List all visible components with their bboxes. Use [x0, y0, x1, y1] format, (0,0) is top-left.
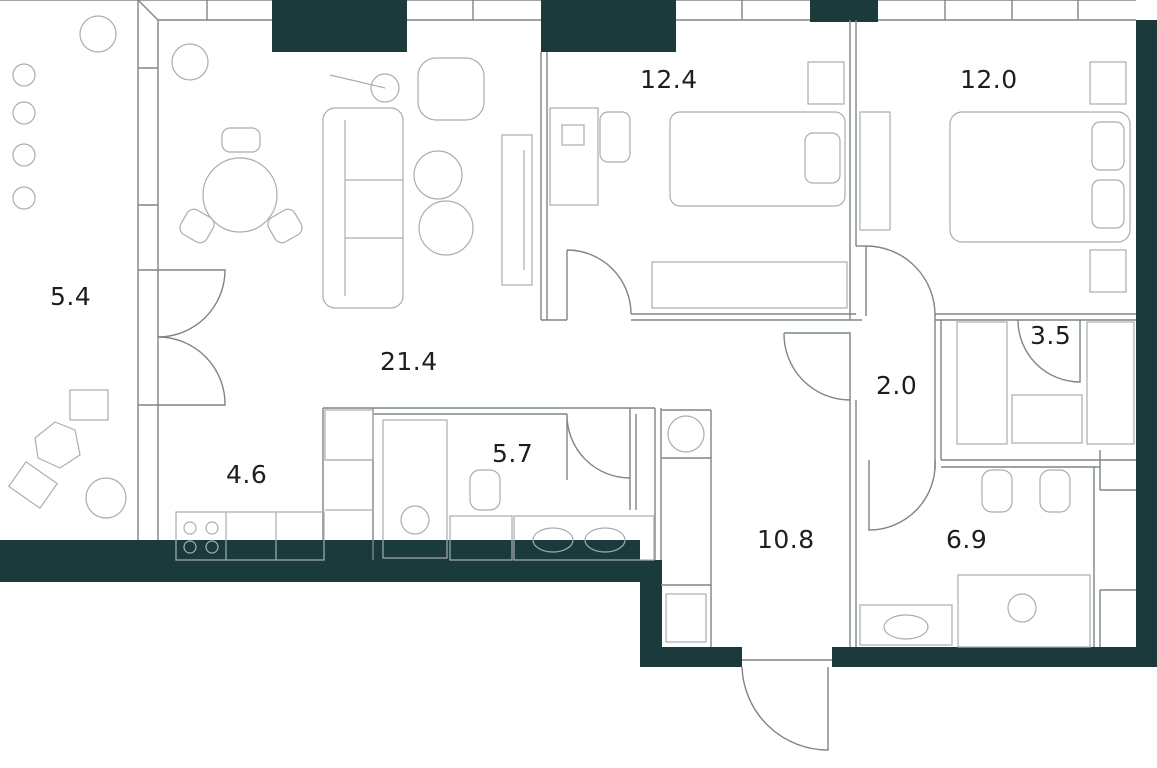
doors [157, 245, 1081, 751]
bidet [981, 469, 1013, 513]
wall-hall-bottom [640, 647, 742, 667]
closet-shelf-left [956, 321, 1008, 445]
area-closet: 3.5 [1030, 321, 1071, 350]
tv-2 [859, 111, 891, 231]
armchair [417, 57, 485, 121]
balcony-chair-2 [7, 460, 59, 510]
plant-2 [171, 43, 209, 81]
wall-right [1136, 20, 1157, 667]
toilet-2 [1039, 469, 1071, 513]
window-pier-2 [541, 0, 676, 52]
wall-bottom-left [0, 540, 640, 582]
thin-walls [0, 0, 1136, 661]
area-bath-2: 6.9 [946, 525, 987, 554]
area-labels: 5.4 21.4 4.6 5.7 10.8 12.4 12.0 2.0 3.5 … [50, 65, 1071, 554]
kitchen-counter [175, 511, 325, 561]
window-pier-1 [272, 0, 407, 52]
tv-stand [501, 134, 533, 286]
area-bedroom-1: 12.4 [640, 65, 698, 94]
dining-table [202, 157, 278, 233]
area-bath-1: 5.7 [492, 439, 533, 468]
window-pier-3 [810, 0, 878, 22]
washer [667, 415, 705, 453]
desk [549, 107, 599, 206]
bed-1 [669, 111, 846, 207]
toilet-1 [469, 469, 501, 511]
balcony-chair-1 [69, 389, 109, 421]
plant-1 [79, 15, 117, 53]
sofa [322, 107, 404, 309]
area-living: 21.4 [380, 347, 438, 376]
shower-1 [382, 419, 448, 559]
area-bedroom-2: 12.0 [960, 65, 1018, 94]
area-balcony: 5.4 [50, 282, 91, 311]
wall-hall-left [640, 560, 662, 667]
furniture [7, 15, 1135, 648]
wall-bath-bottom [832, 647, 1157, 667]
plant-3 [85, 477, 127, 519]
wardrobe-1 [651, 261, 848, 309]
bed-2 [949, 111, 1131, 243]
area-corridor: 2.0 [876, 371, 917, 400]
fridge [324, 409, 374, 461]
area-kitchen: 4.6 [226, 460, 267, 489]
closet-shelf-right [1086, 321, 1135, 445]
area-hall: 10.8 [757, 525, 815, 554]
balcony-table [34, 421, 81, 469]
vanity-2 [859, 604, 953, 646]
vanity-1 [513, 515, 655, 561]
exterior-walls [0, 0, 1157, 667]
shower-2 [957, 574, 1091, 648]
